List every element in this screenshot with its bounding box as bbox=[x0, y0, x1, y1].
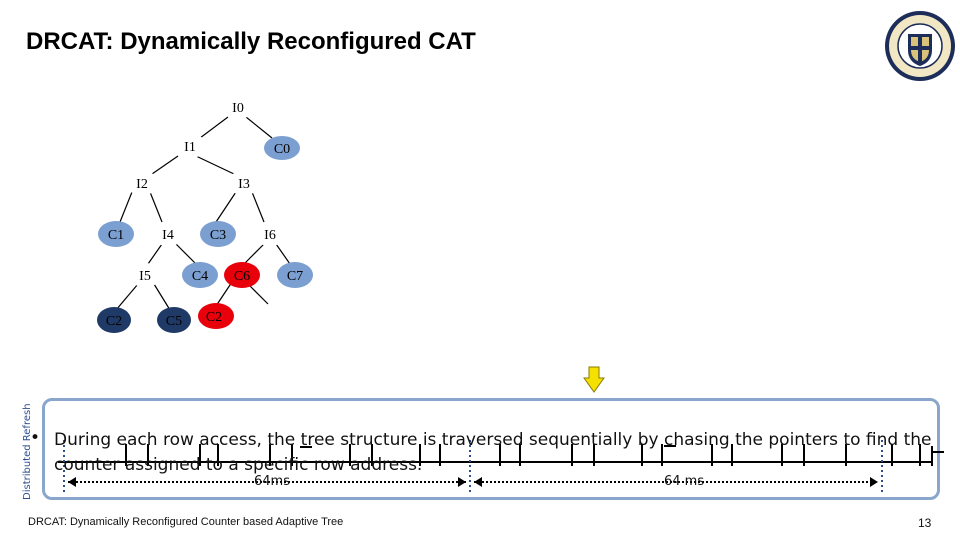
bullet-marker: • bbox=[30, 428, 41, 448]
body-text: During each row access, the tree structu… bbox=[54, 430, 932, 475]
tree-node-label: I3 bbox=[238, 177, 250, 192]
tree-node-label: C3 bbox=[210, 228, 226, 243]
tree-node-I2 bbox=[125, 171, 159, 195]
slide-title: DRCAT: Dynamically Reconfigured CAT bbox=[26, 28, 476, 55]
tree-node-I3 bbox=[227, 171, 261, 195]
down-arrow-icon bbox=[583, 366, 605, 393]
tree-node-label: I2 bbox=[136, 177, 148, 192]
tree-node-label: C1 bbox=[108, 228, 124, 243]
page-number: 13 bbox=[918, 516, 932, 530]
tree-node-label: I4 bbox=[162, 228, 174, 243]
tree-node-C7 bbox=[277, 262, 313, 288]
tree-node-label: C5 bbox=[166, 314, 182, 329]
tree-node-label: C6 bbox=[234, 269, 250, 284]
tree-node-C0 bbox=[264, 136, 300, 160]
distributed-refresh-panel bbox=[42, 398, 940, 500]
tree-node-C1 bbox=[98, 221, 134, 247]
tree-node-label: C7 bbox=[287, 269, 303, 284]
footer-text: DRCAT: Dynamically Reconfigured Counter … bbox=[28, 516, 344, 528]
tree-node-I0 bbox=[221, 95, 255, 119]
tree-node-I1 bbox=[173, 134, 207, 158]
tree-node-label: C2 bbox=[206, 310, 222, 325]
tree-node-C2 bbox=[97, 307, 131, 333]
tree-node-C4 bbox=[182, 262, 218, 288]
tree-node-C2-hot bbox=[198, 303, 234, 329]
arrow-heads bbox=[68, 477, 878, 487]
adaptive-tree-diagram: I0 I1 C0 I2 I3 C1 I4 C3 I6 I5 C4 C6 C7 C… bbox=[97, 95, 313, 333]
tree-node-label: I1 bbox=[184, 140, 196, 155]
tree-nodes: I0 I1 C0 I2 I3 C1 I4 C3 I6 I5 C4 C6 C7 C… bbox=[97, 95, 313, 333]
tree-edges bbox=[115, 116, 291, 311]
interval-markers bbox=[63, 440, 883, 494]
tree-node-I6 bbox=[253, 222, 287, 246]
tree-node-C3 bbox=[200, 221, 236, 247]
tree-node-I4 bbox=[151, 222, 185, 246]
tree-node-label: I6 bbox=[264, 228, 276, 243]
tree-node-I5 bbox=[128, 263, 162, 287]
tree-node-label: C4 bbox=[192, 269, 208, 284]
tree-node-label: C2 bbox=[106, 314, 122, 329]
tree-node-label: I0 bbox=[232, 101, 244, 116]
tree-node-C5 bbox=[157, 307, 191, 333]
university-seal-icon bbox=[885, 11, 955, 81]
interval-label-2: 64 ms bbox=[664, 474, 705, 489]
tree-node-label: I5 bbox=[139, 269, 151, 284]
interval-label-1: 64ms bbox=[254, 474, 290, 489]
tree-node-label: C0 bbox=[274, 142, 290, 157]
tree-node-C6 bbox=[224, 262, 260, 288]
